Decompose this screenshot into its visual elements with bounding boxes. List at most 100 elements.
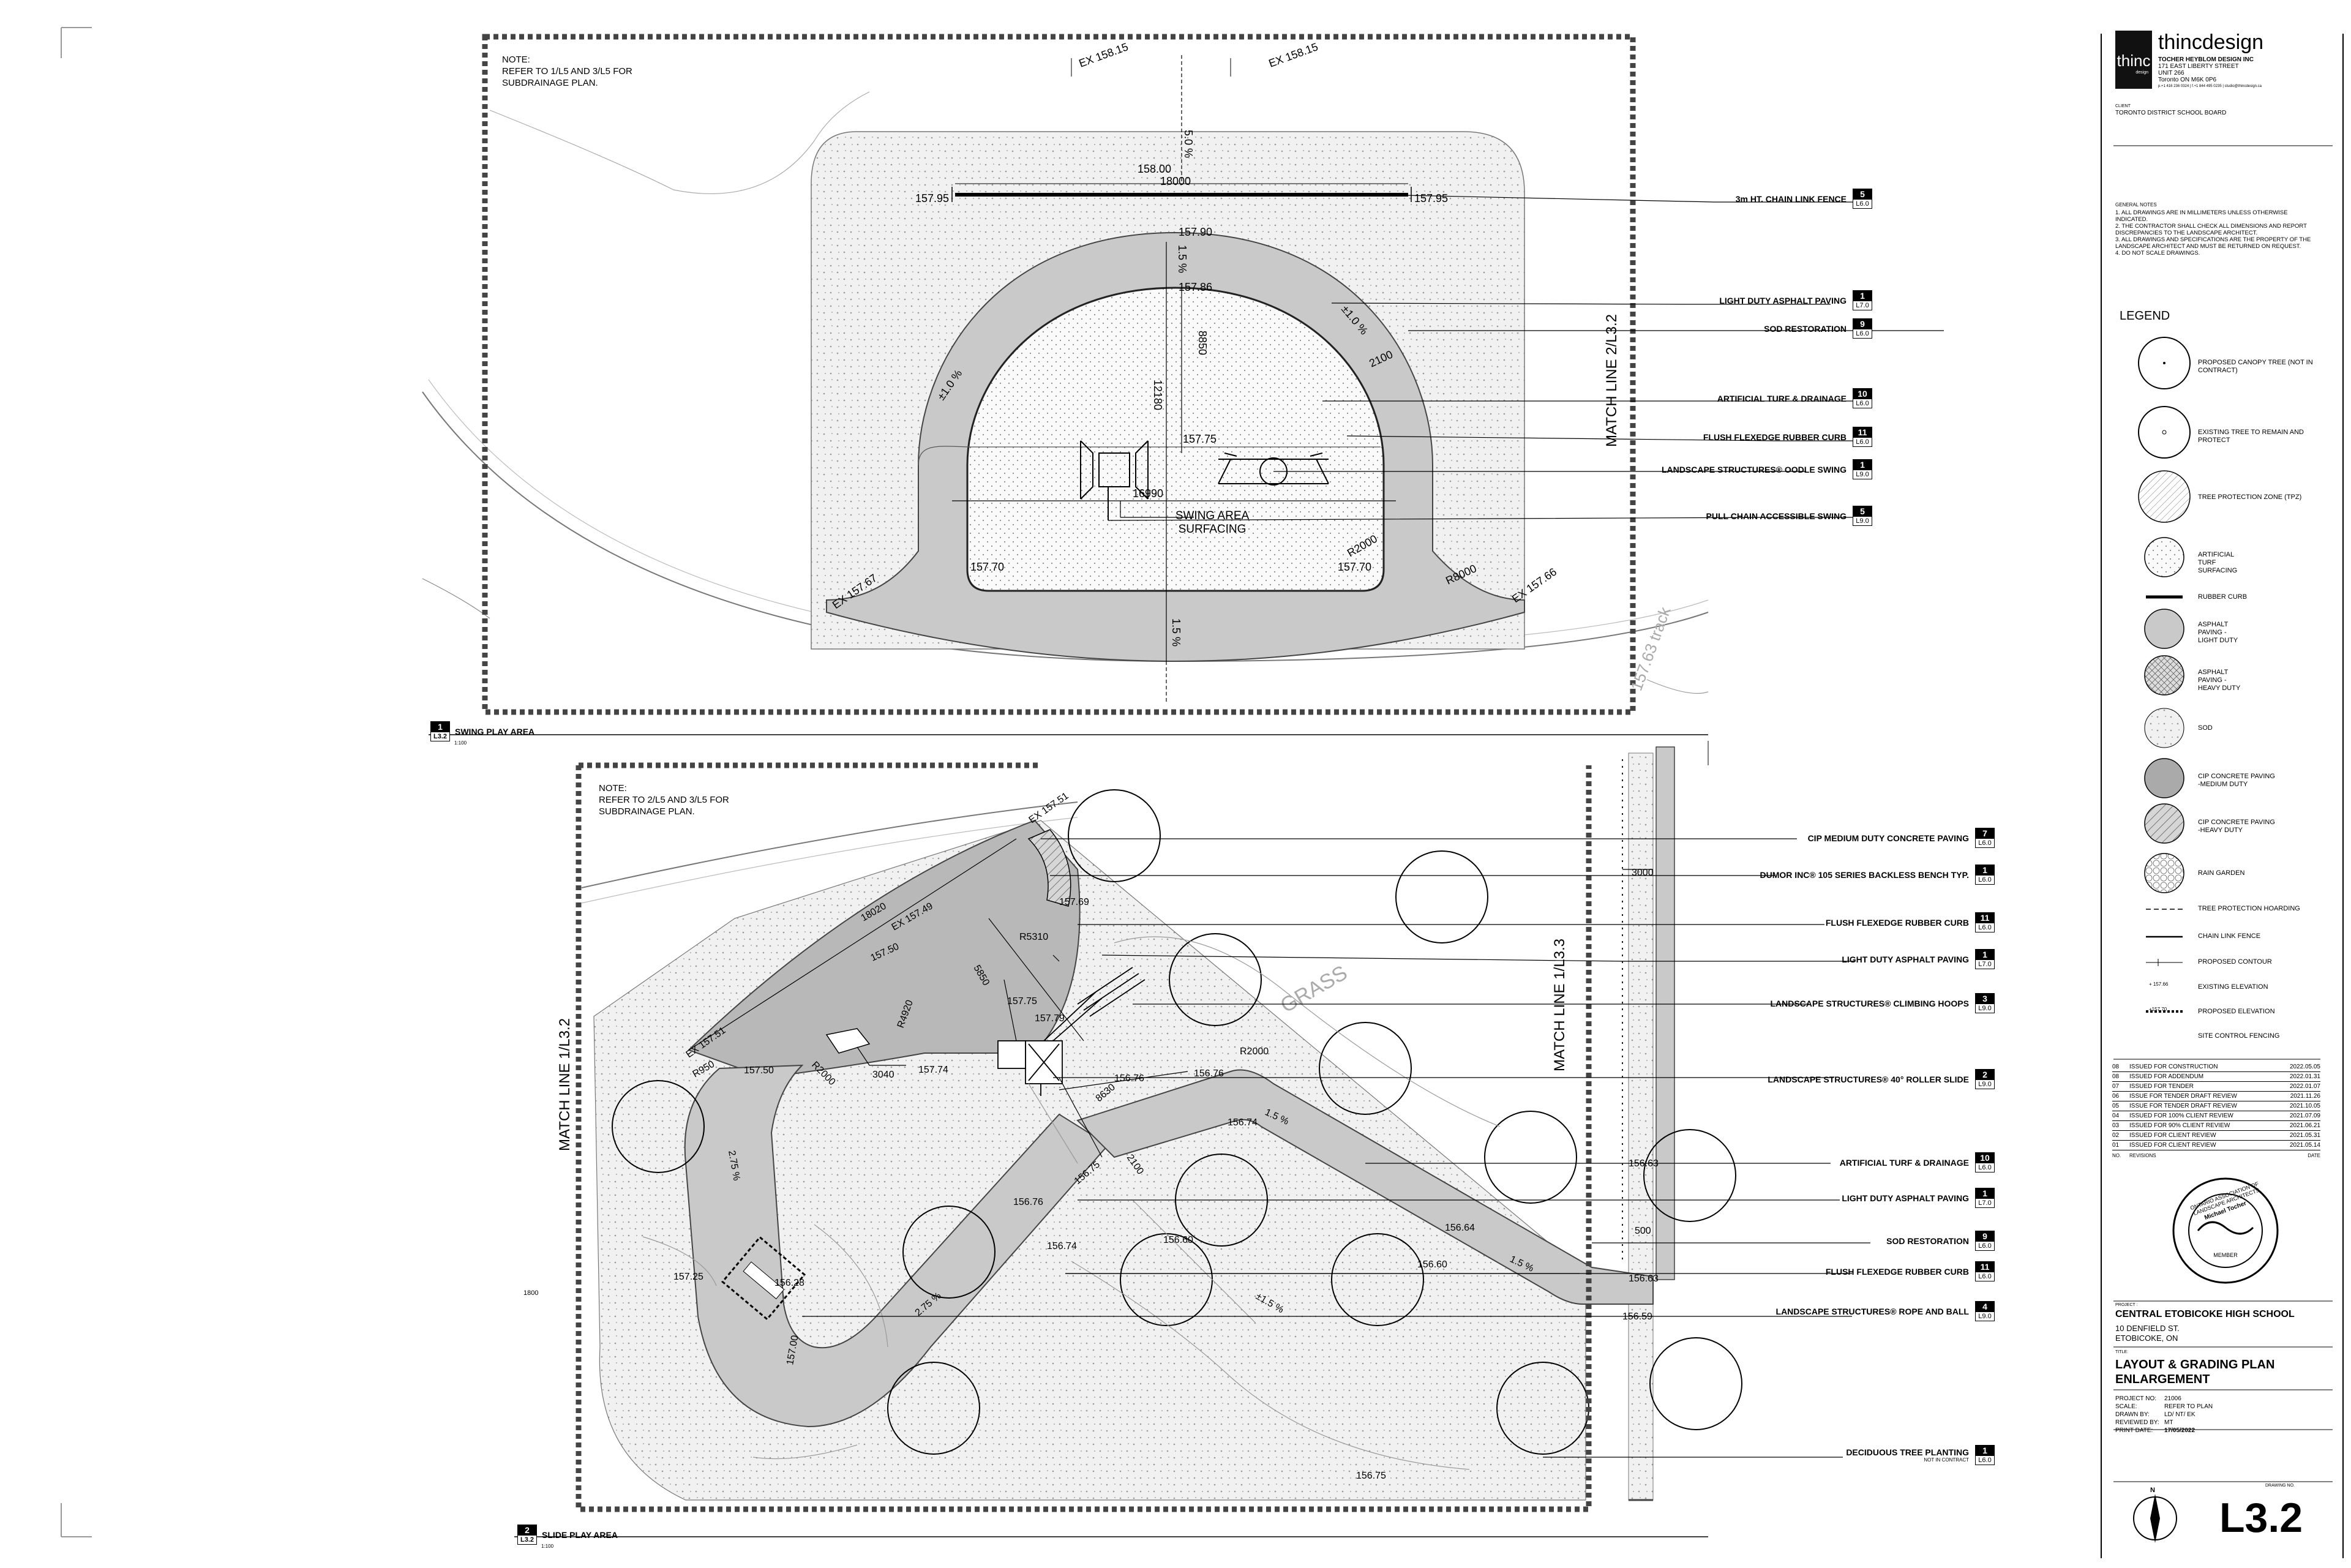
callout-text: LIGHT DUTY ASPHALT PAVING (1719, 295, 1847, 306)
callout-num: 5 (1853, 189, 1872, 200)
client-label: CLIENT (2115, 104, 2131, 108)
callout-text: LANDSCAPE STRUCTURES® ROPE AND BALL (1775, 1306, 1969, 1316)
callout-text: ARTIFICIAL TURF & DRAINAGE (1717, 393, 1847, 403)
plan1-title: 1 L3.2 SWING PLAY AREA (430, 721, 534, 741)
plan1-scale: 1:100 (454, 740, 467, 746)
revision-row: 01 ISSUED FOR CLIENT REVIEW 2021.05.14 (2112, 1141, 2320, 1150)
label-swing-area: SWING AREA (1176, 509, 1250, 522)
firm-line-1: TOCHER HEYBLOM DESIGN INC (2158, 56, 2254, 63)
label-157-70a: 157.70 (970, 561, 1004, 573)
rev-no: 04 (2112, 1112, 2120, 1119)
label-157-69: 157.69 (1059, 897, 1089, 907)
rev-date: 2021.11.26 (2290, 1093, 2320, 1100)
legend-item: SITE CONTROL FENCING (2198, 1032, 2280, 1040)
legend-item: TREE PROTECTION ZONE (TPZ) (2198, 493, 2302, 501)
label-16990: 16990 (1133, 487, 1163, 500)
callout-num: 1 (1976, 1446, 1994, 1456)
rev-desc: ISSUED FOR TENDER (2129, 1083, 2194, 1090)
callout-num: 1 (1976, 950, 1994, 960)
callout-bench: DUMOR INC® 105 SERIES BACKLESS BENCH TYP… (1760, 865, 1995, 885)
rev-no: 01 (2112, 1142, 2120, 1149)
info-value: 17/05/2022 (2164, 1427, 2195, 1434)
label-157-90: 157.90 (1179, 226, 1212, 238)
callout-sheet: L6.0 (1853, 399, 1872, 408)
label-156-76b: 156.76 (1194, 1068, 1224, 1079)
label-500: 500 (1635, 1226, 1651, 1236)
match-line-right: MATCH LINE 1/L3.3 (1551, 939, 1568, 1071)
label-157-75: 157.75 (1183, 433, 1217, 445)
legend-item: ASPHALT PAVING - LIGHT DUTY (2198, 621, 2238, 644)
rev-date: 2021.05.14 (2289, 1142, 2320, 1149)
label-157-70b: 157.70 (1338, 561, 1371, 573)
plan2-title: 2 L3.2 SLIDE PLAY AREA (517, 1525, 618, 1545)
label-156-75b: 156.75 (1356, 1471, 1386, 1481)
label-156-63b: 156.63 (1629, 1274, 1659, 1284)
label-8850: 8850 (1196, 331, 1209, 355)
project-address-2: ETOBICOKE, ON (2115, 1334, 2178, 1343)
callout-text: FLUSH FLEXEDGE RUBBER CURB (1825, 917, 1969, 928)
plan1-title-text: SWING PLAY AREA (455, 726, 535, 737)
callout-sheet: L6.0 (1976, 1456, 1994, 1465)
label-slope-5: 5.0 % (1182, 130, 1194, 158)
plan-slide-play-area: EX 157.51 18020 EX 157.49 157.69 157.50 … (523, 746, 1742, 1512)
general-note: 2. THE CONTRACTOR SHALL CHECK ALL DIMENS… (2115, 223, 2307, 236)
project-address-1: 10 DENFIELD ST. (2115, 1324, 2180, 1333)
legend-item: ARTIFICIAL TURF SURFACING (2198, 551, 2238, 574)
label-157-74: 157.74 (918, 1065, 948, 1075)
callout-sheet: L7.0 (1853, 301, 1872, 310)
label-12180: 12180 (1152, 380, 1164, 410)
label-156-74a: 156.74 (1228, 1117, 1258, 1128)
info-value: MT (2164, 1419, 2173, 1426)
rev-desc: ISSUED FOR CLIENT REVIEW (2129, 1142, 2216, 1149)
project-label: PROJECT : (2115, 1303, 2138, 1307)
callout-text: ARTIFICIAL TURF & DRAINAGE (1839, 1157, 1969, 1168)
callout-sheet: L9.0 (1976, 1004, 1994, 1013)
callout-sheet: L6.0 (1976, 876, 1994, 884)
callout-sheet: L7.0 (1976, 1199, 1994, 1207)
rev-no: 03 (2112, 1122, 2120, 1129)
client-name: TORONTO DISTRICT SCHOOL BOARD (2115, 110, 2227, 116)
callout-sheet: L9.0 (1976, 1312, 1994, 1321)
label-157-95b: 157.95 (1414, 192, 1448, 204)
label-3040: 3040 (872, 1070, 894, 1080)
callout-text-group: DECIDUOUS TREE PLANTING NOT IN CONTRACT (1846, 1447, 1975, 1463)
rev-header-label: REVISIONS (2129, 1153, 2156, 1158)
callout-num: 1 (1853, 291, 1872, 301)
plan-swing-play-area: SWING AREA SURFACING EX 158.15 EX 158.15… (422, 34, 1709, 715)
plan2-title-number: 2 (518, 1525, 536, 1536)
info-row: SCALE:REFER TO PLAN (2115, 1403, 2213, 1411)
callout-text: FLUSH FLEXEDGE RUBBER CURB (1703, 432, 1847, 442)
callout-num: 3 (1976, 994, 1994, 1004)
legend-item: EXISTING ELEVATION (2198, 983, 2268, 991)
label-156-60a: 156.60 (1163, 1235, 1193, 1245)
callout-text: LANDSCAPE STRUCTURES® CLIMBING HOOPS (1770, 998, 1969, 1008)
match-line-left: MATCH LINE 1/L3.2 (557, 1018, 573, 1151)
callout-text: 3m HT. CHAIN LINK FENCE (1735, 193, 1847, 204)
callout-sheet: L7.0 (1976, 960, 1994, 969)
legend-item: RAIN GARDEN (2198, 869, 2245, 877)
plan1-title-tag: 1 L3.2 (430, 721, 450, 741)
rev-desc: ISSUED FOR ADDENDUM (2129, 1073, 2204, 1080)
info-value: 21006 (2164, 1395, 2181, 1402)
general-notes: 1. ALL DRAWINGS ARE IN MILLIMETERS UNLES… (2115, 209, 2317, 257)
label-grass: GRASS (1277, 961, 1351, 1017)
rev-no: 02 (2112, 1132, 2120, 1139)
firm-name: thincdesign (2158, 31, 2264, 54)
callout-text: LIGHT DUTY ASPHALT PAVING (1842, 954, 1969, 964)
plan1-title-sheet: L3.2 (431, 732, 449, 741)
label-157-25: 157.25 (673, 1272, 703, 1282)
info-row: DRAWN BY:LD/ NT/ EK (2115, 1411, 2213, 1419)
legend-item: TREE PROTECTION HOARDING (2198, 905, 2300, 912)
rev-desc: ISSUED FOR CONSTRUCTION (2129, 1063, 2218, 1070)
